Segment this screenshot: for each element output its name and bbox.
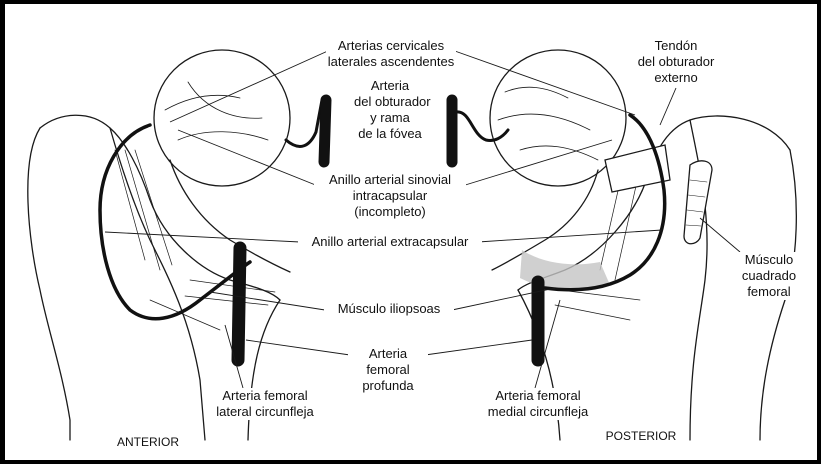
label-femoral-medial: Arteria femoral medial circunfleja <box>478 388 598 420</box>
label-posterior: POSTERIOR <box>596 428 686 444</box>
posterior-extracapsular-ring <box>545 115 665 290</box>
label-anterior: ANTERIOR <box>103 434 193 450</box>
label-arteria-profunda: Arteria femoral profunda <box>348 346 428 394</box>
anterior-extracapsular-ring <box>100 125 250 319</box>
leader-line <box>170 50 330 122</box>
label-arterias-cervicales: Arterias cervicales laterales ascendente… <box>326 38 456 70</box>
label-tendon-obturador: Tendón del obturador externo <box>624 38 728 86</box>
anterior-profunda-artery <box>238 248 240 360</box>
anterior-femoral-head <box>154 50 290 186</box>
anterior-femur-outline <box>28 128 70 440</box>
obturator-artery-left <box>286 100 322 146</box>
quadratus-femoris <box>684 161 712 244</box>
label-musculo-iliopsoas: Músculo iliopsoas <box>324 301 454 317</box>
label-anillo-extracapsular: Anillo arterial extracapsular <box>298 234 482 250</box>
label-arteria-obturador: Arteria del obturador y rama de la fóvea <box>354 78 426 142</box>
label-femoral-lateral: Arteria femoral lateral circunfleja <box>204 388 326 420</box>
label-anillo-sinovial: Anillo arterial sinovial intracapsular (… <box>314 172 466 220</box>
label-musculo-cuadrado: Músculo cuadrado femoral <box>731 252 807 300</box>
